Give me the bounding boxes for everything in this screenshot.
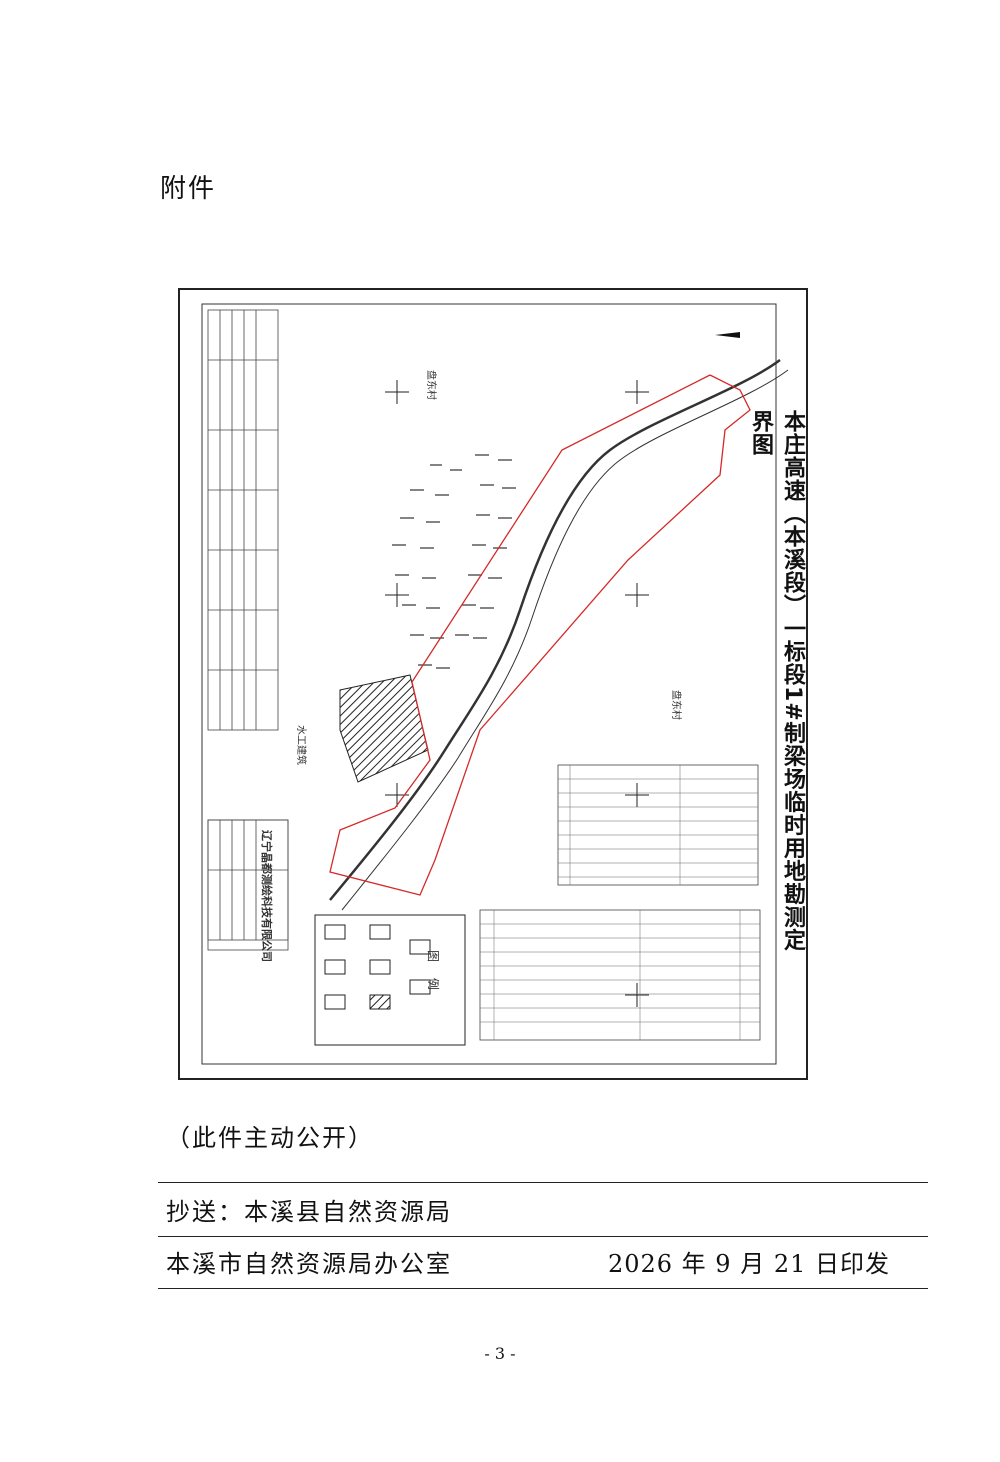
- road: [329, 358, 781, 901]
- divider-middle: [158, 1236, 928, 1237]
- building-area: [339, 674, 429, 783]
- building-label: 水工建筑: [295, 725, 306, 765]
- map-title: 本庄高速（本溪段）一标段1#制梁场临时用地勘测定界图: [748, 410, 805, 952]
- coordinate-tables: [479, 764, 761, 1041]
- page-number: - 3 -: [484, 1344, 516, 1363]
- attachment-label: 附件: [160, 174, 217, 204]
- issue-date: 2026 年 9 月 21 日印发: [607, 1250, 890, 1278]
- village-label-2: 盘东村: [670, 690, 681, 720]
- legend-box: [314, 914, 466, 1046]
- survey-map: 盘东村 盘东村 水工建筑 图 例 辽宁晶都测绘科技有限公司 本庄高速（本溪段）一…: [178, 288, 808, 1080]
- divider-bottom: [158, 1288, 928, 1289]
- grid-crosses: [385, 380, 649, 1007]
- issuer: 本溪市自然资源局办公室: [166, 1250, 452, 1278]
- boundary-line: [329, 374, 751, 896]
- company-name: 辽宁晶都测绘科技有限公司: [260, 830, 273, 962]
- north-arrow-icon: [715, 332, 740, 338]
- company-table: [207, 819, 289, 951]
- land-stats-table: [207, 309, 289, 941]
- legend-title: 图 例: [426, 950, 440, 996]
- survey-map-drawing: [201, 303, 789, 1065]
- farmland-hatch: [392, 454, 516, 669]
- public-disclosure-note: （此件主动公开）: [166, 1124, 374, 1152]
- divider-top: [158, 1182, 928, 1183]
- cc-line: 抄送：本溪县自然资源局: [166, 1198, 452, 1226]
- village-label-1: 盘东村: [425, 370, 436, 400]
